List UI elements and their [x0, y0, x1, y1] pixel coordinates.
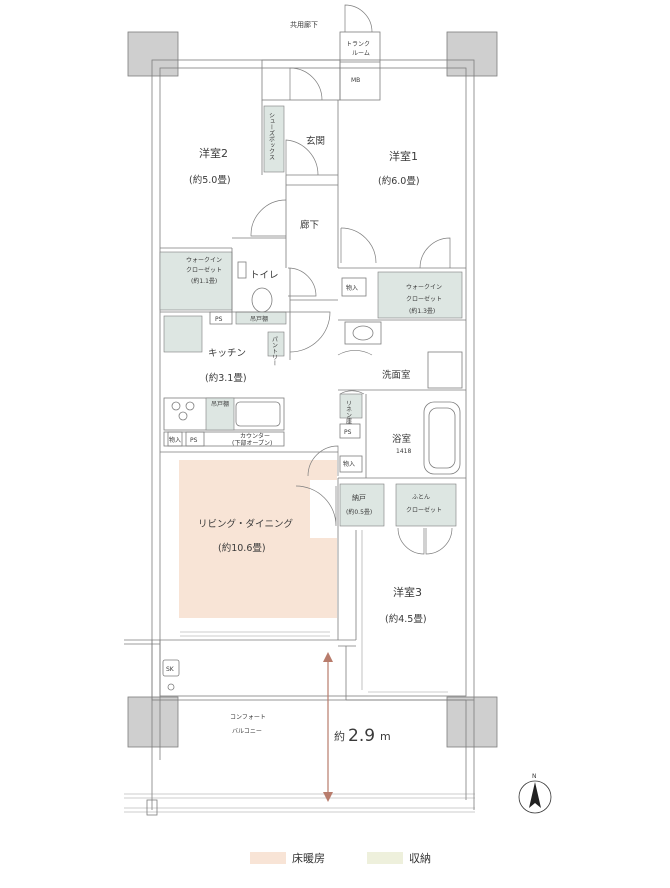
column-bottom-right: [446, 696, 498, 748]
living-size: (約10.6畳): [218, 542, 266, 554]
north-compass-icon: N: [518, 773, 552, 814]
futon-label-1: ふとん: [412, 494, 430, 501]
legend-storage-swatch: [367, 852, 403, 864]
trunk-room: [339, 31, 381, 101]
trunk-room-label-1: トランク: [346, 41, 370, 48]
storage-in-label-3: 物入: [343, 460, 355, 468]
futon-door-left: [397, 527, 425, 555]
kitchen-storage: [163, 315, 203, 353]
mb-label: MB: [351, 77, 360, 84]
column-top-left: [127, 31, 179, 77]
hanging-shelf-label-2: 吊戸棚: [211, 400, 229, 408]
depth-arrow-head-bottom: [323, 792, 333, 802]
trunk-room-label-2: ルーム: [352, 50, 370, 57]
western-1-door: [340, 227, 377, 264]
legend-storage: 収納: [367, 850, 431, 866]
western-room-1-label: 洋室1: [389, 149, 418, 163]
western-room-2-label: 洋室2: [199, 146, 228, 160]
entry-door: [289, 67, 323, 101]
washbasin: [344, 321, 382, 345]
washroom-entry-door: [307, 445, 339, 477]
wic-right-door: [419, 237, 451, 269]
legend-heating-label: 床暖房: [292, 852, 325, 865]
walk-in-closet-right: [377, 271, 463, 319]
washroom-door: [337, 350, 373, 356]
shoes-box-label: シューズボックス: [268, 112, 275, 160]
depth-arrow-head-top: [323, 652, 333, 662]
bath-label: 浴室: [392, 433, 411, 445]
futon-closet: [395, 483, 457, 527]
wic-right-size: (約1.3畳): [409, 307, 435, 315]
linen-label: リネン庫: [345, 400, 352, 425]
western-room-3-size: (約4.5畳): [385, 613, 427, 625]
futon-label-2: クローゼット: [406, 506, 442, 514]
ps-label-2: PS: [190, 437, 198, 444]
linen-closet: [339, 393, 363, 419]
hanging-cupboard: [205, 397, 235, 431]
western-2-door: [250, 199, 287, 237]
shoes-box: [263, 105, 285, 173]
column-bottom-left: [127, 696, 179, 748]
pantry-label: パントリー: [271, 336, 278, 366]
living-label: リビング・ダイニング: [198, 518, 294, 530]
entrance-label: 玄関: [306, 135, 325, 147]
toilet-bowl: [251, 287, 273, 313]
nando-size: (約0.5畳): [346, 508, 372, 516]
interior-wall-line: [159, 67, 467, 697]
toilet-door: [287, 267, 317, 297]
depth-value: 2.9: [348, 726, 375, 746]
sk-label: SK: [166, 666, 175, 673]
ps-label-3: PS: [344, 429, 352, 436]
washing-machine: [427, 351, 463, 389]
western-room-2-size: (約5.0畳): [189, 174, 231, 186]
bathtub: [423, 401, 461, 475]
ps-label-1: PS: [215, 316, 223, 323]
counter-label: カウンター: [240, 432, 270, 440]
legend: 床暖房 収納: [250, 848, 473, 868]
hanging-shelf-label-1: 吊戸棚: [250, 315, 268, 323]
depth-prefix: 約: [334, 729, 345, 743]
kitchen-door: [289, 311, 331, 353]
wic-left-size: (約1.1畳): [191, 277, 217, 285]
legend-heating-swatch: [250, 852, 286, 864]
pantry: [267, 331, 285, 357]
sk-sink: [162, 659, 180, 677]
kitchen-size: (約3.1畳): [205, 372, 247, 384]
wic-left-label-1: ウォークイン: [186, 256, 222, 264]
column-top-right: [446, 31, 498, 77]
wic-right-label-2: クローゼット: [406, 295, 442, 303]
hall-label: 廊下: [300, 219, 319, 231]
legend-floor-heating: 床暖房: [250, 850, 325, 866]
storage-in-label-1: 物入: [346, 284, 358, 292]
entrance-step-door: [285, 139, 319, 176]
western-room-1-size: (約6.0畳): [378, 175, 420, 187]
nando-door: [295, 485, 337, 527]
walk-in-closet-left: [159, 251, 233, 311]
balcony-label-1: コンフォート: [230, 714, 266, 721]
western-room-3-label: 洋室3: [393, 585, 422, 599]
north-label: N: [532, 773, 537, 780]
bath-size: 1418: [396, 448, 411, 455]
washroom-label: 洗面室: [382, 369, 411, 381]
nando-label: 納戸: [352, 493, 366, 502]
living-cutout: [310, 480, 338, 538]
linen-door: [339, 390, 365, 395]
futon-door-right: [425, 527, 453, 555]
common-corridor-label: 共用廊下: [290, 20, 318, 29]
trunk-door: [344, 4, 373, 33]
wic-right-label-1: ウォークイン: [406, 283, 442, 291]
storage-in-label-2: 物入: [169, 436, 181, 444]
counter-note: (下部オープン): [232, 439, 272, 447]
legend-storage-label: 収納: [409, 852, 431, 865]
wic-left-label-2: クローゼット: [186, 266, 222, 274]
balcony-label-2: バルコニー: [232, 728, 262, 735]
nando-storage: [339, 483, 385, 527]
kitchen-label: キッチン: [208, 348, 246, 359]
depth-unit: m: [380, 730, 391, 743]
toilet-label: トイレ: [250, 270, 279, 281]
